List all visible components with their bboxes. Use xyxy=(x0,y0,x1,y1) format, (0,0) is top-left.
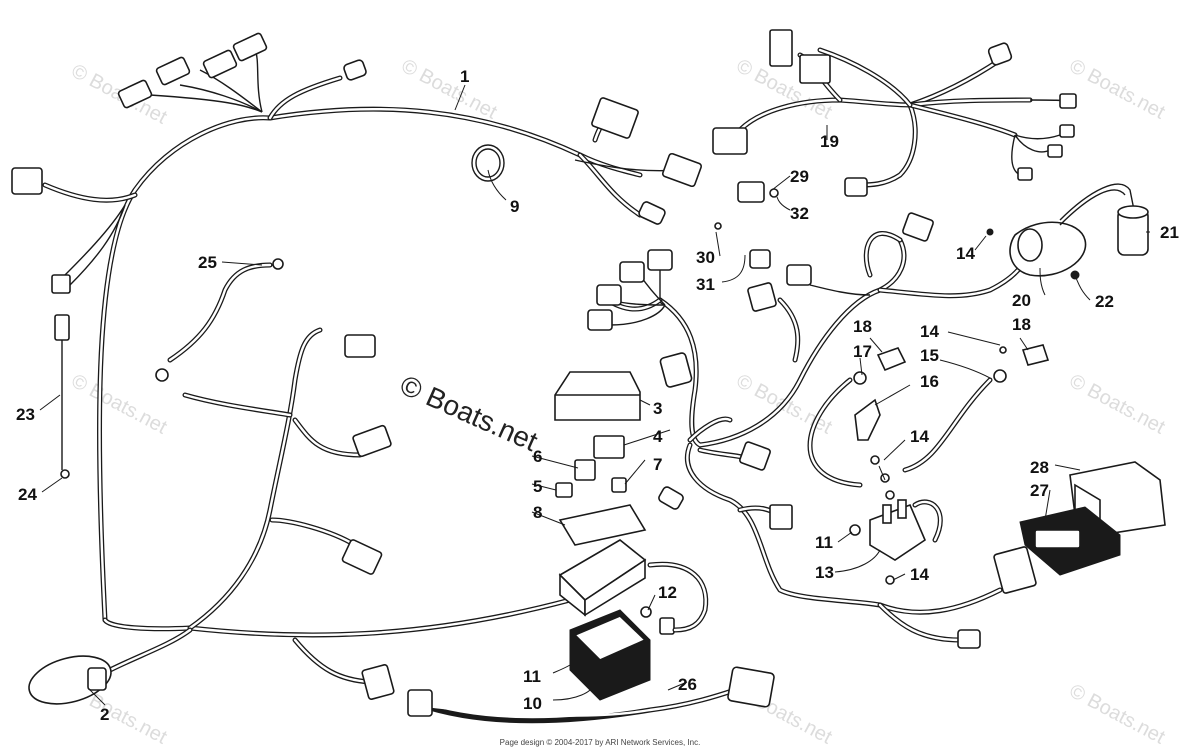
callout-15: 15 xyxy=(920,346,939,365)
voltage-regulator xyxy=(569,561,709,701)
callout-14-bottom: 14 xyxy=(910,565,929,584)
callout-4: 4 xyxy=(653,427,663,446)
callout-7: 7 xyxy=(653,455,662,474)
callout-8: 8 xyxy=(533,503,542,522)
connector-26 xyxy=(407,666,775,724)
callout-23: 23 xyxy=(16,405,35,424)
callout-2: 2 xyxy=(100,705,109,724)
callout-30: 30 xyxy=(696,248,715,267)
battery-cables xyxy=(807,344,1050,500)
callout-18-right: 18 xyxy=(1012,315,1031,334)
starter-solenoid-20 xyxy=(986,183,1149,280)
callout-11-right: 11 xyxy=(815,533,833,552)
callout-27: 27 xyxy=(1030,481,1049,500)
callout-1: 1 xyxy=(460,67,469,86)
ecm-module xyxy=(957,461,1166,649)
center-harness xyxy=(597,231,1028,643)
watermark: © Boats.net xyxy=(1066,680,1169,749)
callout-5: 5 xyxy=(533,477,542,496)
footer-copyright: Page design © 2004-2017 by ARI Network S… xyxy=(500,738,701,747)
callout-28: 28 xyxy=(1030,458,1049,477)
callout-12: 12 xyxy=(658,583,677,602)
callout-11-lower: 11 xyxy=(523,667,541,686)
callout-21: 21 xyxy=(1160,223,1179,242)
callout-16: 16 xyxy=(920,372,939,391)
center-watermark: © Boats.net xyxy=(396,369,543,457)
callout-20: 20 xyxy=(1012,291,1031,310)
ground-lead-25 xyxy=(155,258,284,382)
callout-14-top: 14 xyxy=(956,244,975,263)
callout-13: 13 xyxy=(815,563,834,582)
callout-leaders xyxy=(39,84,1150,706)
callout-10: 10 xyxy=(523,694,542,713)
callout-22: 22 xyxy=(1095,292,1114,311)
watermark: © Boats.net xyxy=(68,370,171,439)
solenoid-13 xyxy=(849,499,943,585)
harness-19-connectors xyxy=(712,29,1077,197)
callout-18-left: 18 xyxy=(853,317,872,336)
watermark: © Boats.net xyxy=(1066,370,1169,439)
callout-32: 32 xyxy=(790,204,809,223)
main-harness xyxy=(42,49,681,685)
connector-left-23 xyxy=(11,167,71,479)
callout-9: 9 xyxy=(510,197,519,216)
callout-labels: 1 2 3 4 5 6 7 8 9 10 11 11 12 13 14 14 1… xyxy=(16,67,1179,724)
callout-31: 31 xyxy=(696,275,715,294)
callout-29: 29 xyxy=(790,167,809,186)
callout-3: 3 xyxy=(653,399,662,418)
upper-center-connectors xyxy=(471,97,703,225)
relay-fuse-box xyxy=(554,371,647,617)
callout-17: 17 xyxy=(853,342,872,361)
callout-19: 19 xyxy=(820,132,839,151)
callout-14-lower: 14 xyxy=(910,427,929,446)
callout-14-mid: 14 xyxy=(920,322,939,341)
harness-connectors-mid xyxy=(28,334,395,705)
center-connectors xyxy=(587,181,934,530)
callout-26: 26 xyxy=(678,675,697,694)
connector-cluster-top-left xyxy=(117,32,367,109)
fuse-block xyxy=(558,539,647,617)
watermark: © Boats.net xyxy=(1066,55,1169,124)
callout-24: 24 xyxy=(18,485,37,504)
callout-6: 6 xyxy=(533,447,542,466)
callout-25: 25 xyxy=(198,253,217,272)
harness-19 xyxy=(737,47,1076,188)
